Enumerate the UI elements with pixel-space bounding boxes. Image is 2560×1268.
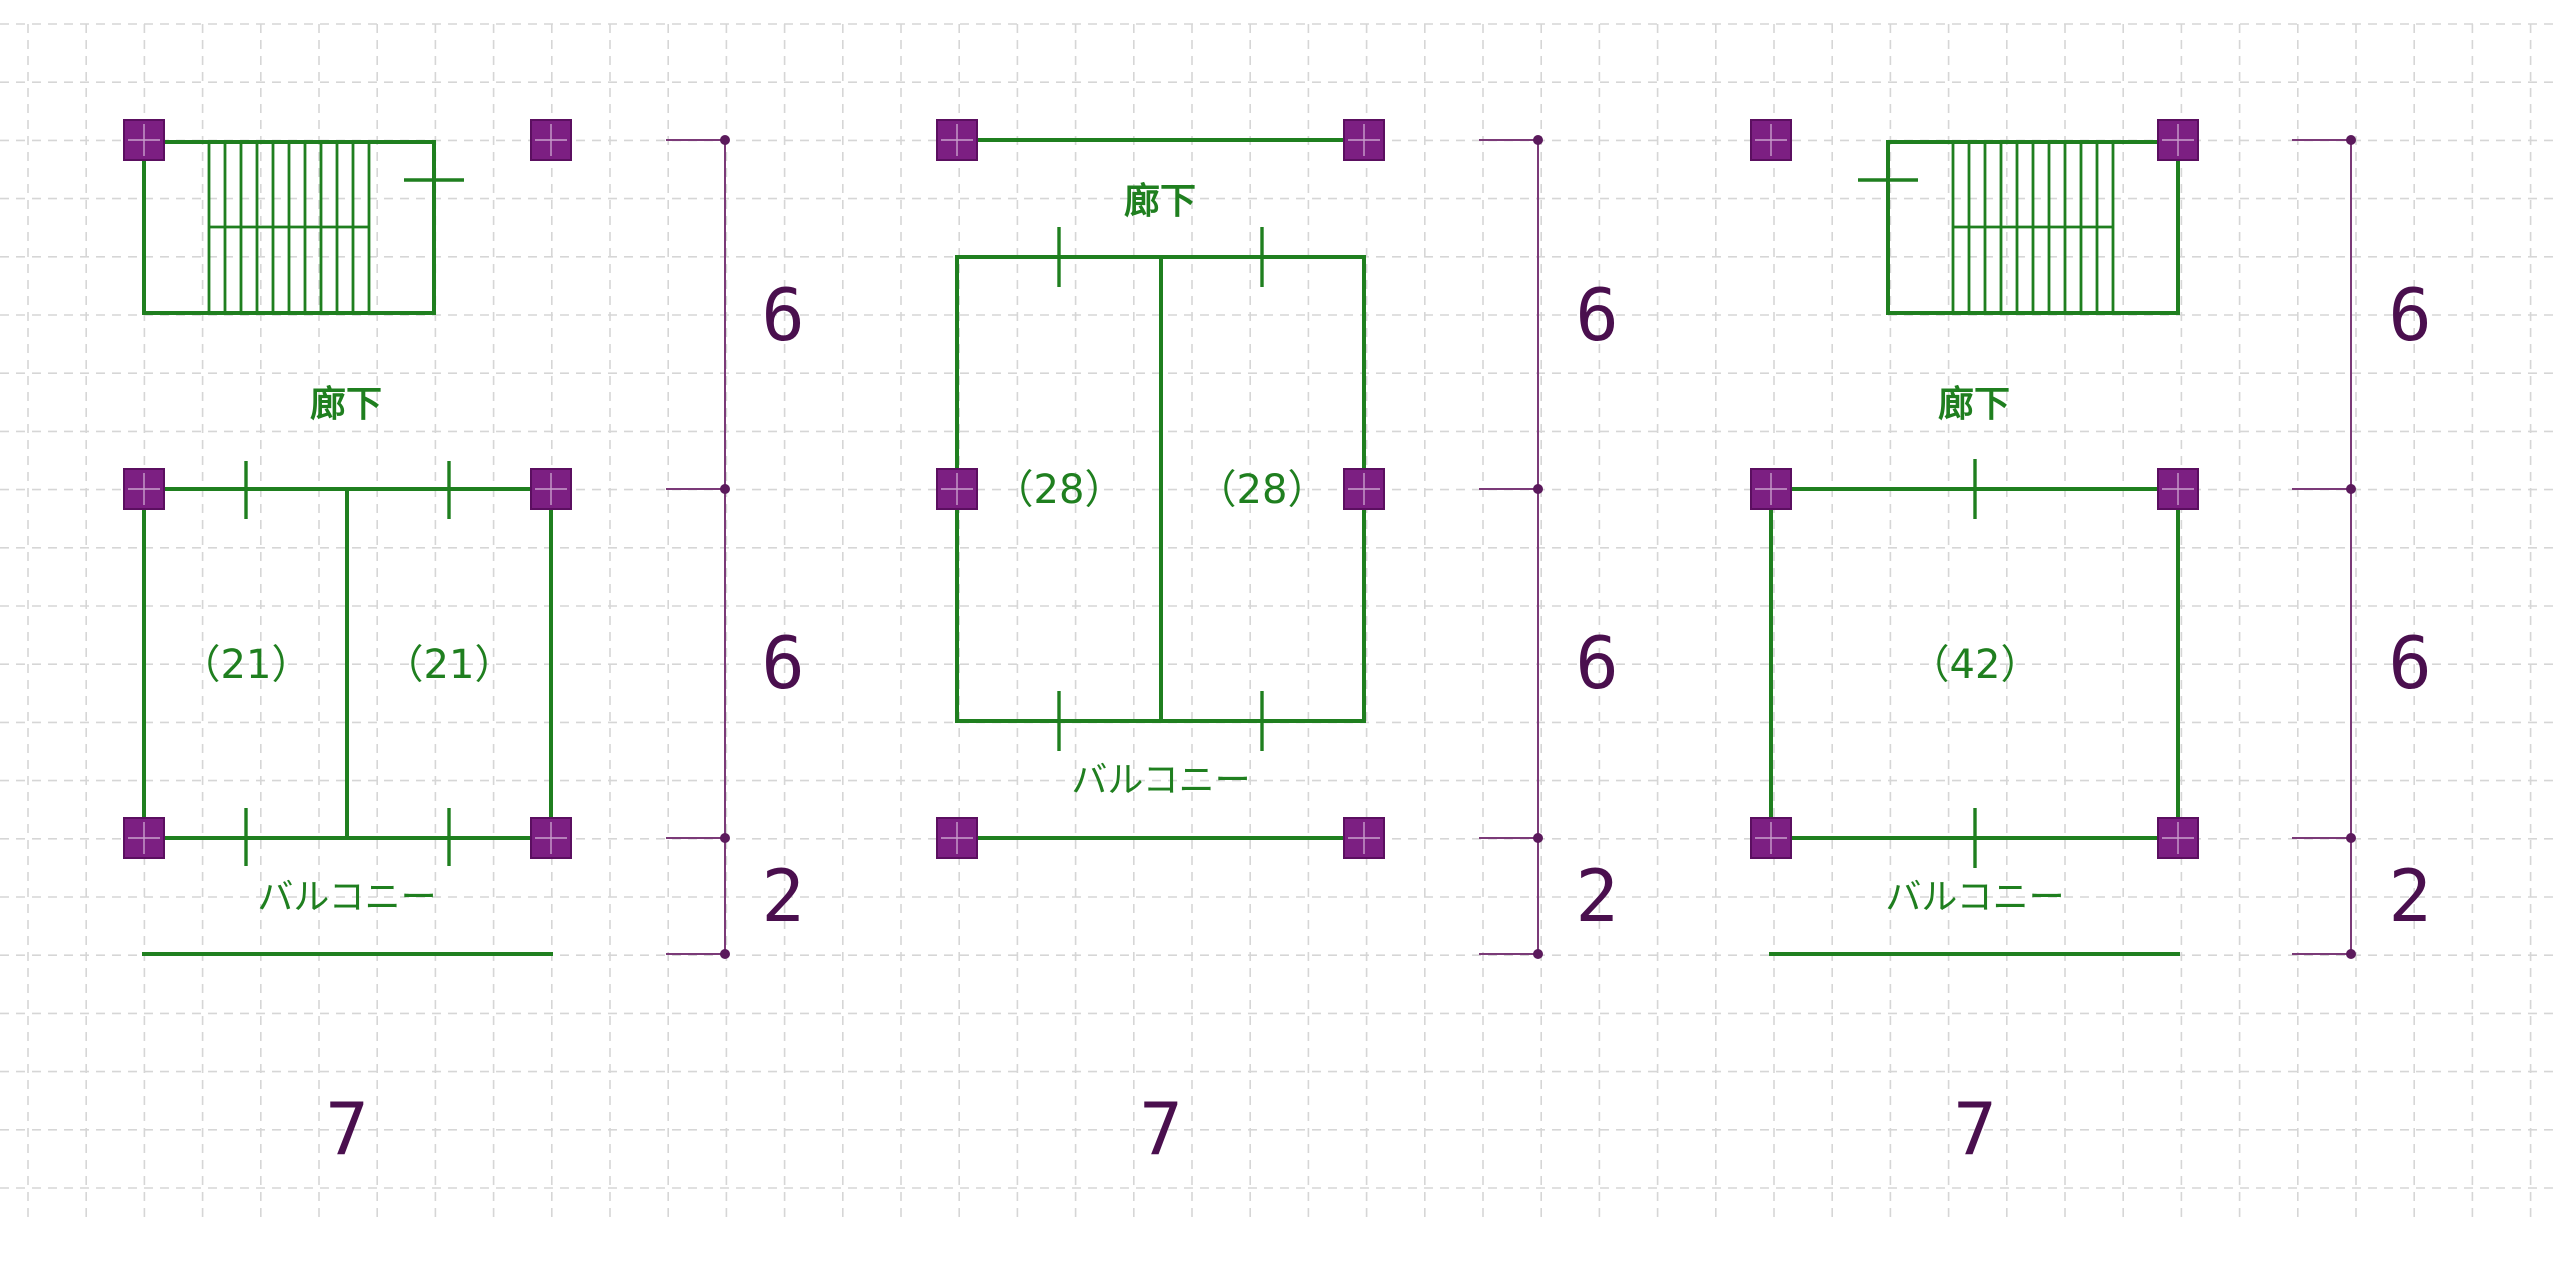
door-marks bbox=[244, 461, 451, 866]
height-dimension-line bbox=[1479, 135, 1543, 959]
staircase-1 bbox=[142, 140, 464, 315]
room-area-label: （28） bbox=[994, 467, 1125, 513]
corridor-label: 廊下 bbox=[310, 384, 382, 425]
stair-treads bbox=[207, 142, 371, 313]
corridor-label: 廊下 bbox=[1938, 384, 2010, 425]
room-area-label: （42） bbox=[1910, 642, 2041, 688]
door-marks bbox=[1057, 227, 1264, 751]
balcony-label: バルコニー bbox=[1885, 877, 2064, 918]
plan-3: 廊下 （42） バルコニー 6 6 bbox=[1750, 119, 2432, 1171]
height-dimension: 2 bbox=[1575, 854, 1618, 938]
balcony-label: バルコニー bbox=[257, 877, 436, 918]
plan-1: 廊下 （21） （21） バルコニー bbox=[123, 119, 805, 1171]
height-dimension: 6 bbox=[1575, 273, 1618, 357]
height-dimension: 6 bbox=[761, 621, 804, 705]
height-dimension-line bbox=[2292, 135, 2356, 959]
height-dimension: 6 bbox=[2388, 621, 2431, 705]
room-area-label: （28） bbox=[1197, 467, 1328, 513]
height-dimension: 6 bbox=[1575, 621, 1618, 705]
width-dimension: 7 bbox=[1139, 1087, 1182, 1171]
height-dimension: 6 bbox=[761, 273, 804, 357]
room-area-label: （21） bbox=[181, 642, 312, 688]
room-area-label: （21） bbox=[384, 642, 515, 688]
staircase-3 bbox=[1858, 140, 2180, 315]
height-dimension: 2 bbox=[761, 854, 804, 938]
balcony-label: バルコニー bbox=[1071, 760, 1250, 801]
columns bbox=[123, 119, 572, 859]
columns bbox=[1750, 119, 2199, 859]
columns bbox=[936, 119, 1385, 859]
plan-2: 廊下 （28） （28） バルコニー bbox=[936, 119, 1619, 1171]
stair-treads bbox=[1951, 142, 2115, 313]
height-dimension: 6 bbox=[2388, 273, 2431, 357]
width-dimension: 7 bbox=[325, 1087, 368, 1171]
height-dimension: 2 bbox=[2388, 854, 2431, 938]
corridor-label: 廊下 bbox=[1124, 181, 1196, 222]
height-dimension-line bbox=[666, 135, 730, 959]
width-dimension: 7 bbox=[1953, 1087, 1996, 1171]
